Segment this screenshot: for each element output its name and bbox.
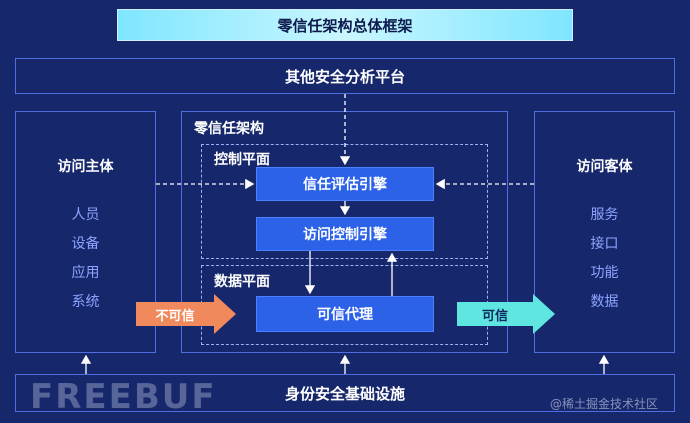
juejin-watermark: @稀土掘金技术社区 — [550, 397, 659, 411]
access-object-item: 功能 — [590, 265, 619, 281]
diagram-title: 零信任架构总体框架 — [117, 9, 573, 41]
identity-security-infrastructure-bar: 身份安全基础设施 — [15, 374, 675, 412]
access-subject-title: 访问主体 — [57, 159, 114, 175]
trusted-arrow — [457, 294, 555, 334]
other-security-platform-bar: 其他安全分析平台 — [15, 58, 675, 94]
identity-security-infrastructure-label: 身份安全基础设施 — [284, 384, 405, 403]
access-object-item: 数据 — [590, 294, 619, 310]
access-object-item: 接口 — [590, 236, 619, 252]
diagram-title-text: 零信任架构总体框架 — [277, 16, 413, 35]
access-subject-item: 系统 — [71, 294, 100, 310]
access-object-panel: 访问客体 服务 接口 功能 数据 — [534, 111, 675, 353]
untrusted-arrow-label: 不可信 — [155, 308, 195, 324]
untrusted-arrow — [136, 294, 236, 334]
access-subject-panel: 访问主体 人员 设备 应用 系统 — [15, 111, 156, 353]
access-subject-item: 设备 — [71, 236, 100, 252]
zero-trust-architecture-title: 零信任架构 — [194, 121, 264, 137]
access-subject-item: 人员 — [71, 207, 100, 223]
access-object-title: 访问客体 — [576, 159, 633, 175]
freebuf-watermark: FREEBUF — [30, 377, 217, 417]
trusted-proxy-label: 可信代理 — [317, 307, 373, 323]
trusted-proxy-box: 可信代理 — [256, 296, 434, 332]
access-object-item: 服务 — [590, 207, 619, 223]
other-security-platform-label: 其他安全分析平台 — [284, 67, 405, 86]
trusted-arrow-label: 可信 — [481, 308, 508, 324]
trust-evaluation-engine-box: 信任评估引擎 — [256, 167, 434, 201]
access-control-engine-box: 访问控制引擎 — [256, 217, 434, 251]
access-control-engine-label: 访问控制引擎 — [303, 227, 387, 243]
data-plane-title: 数据平面 — [214, 274, 270, 290]
trust-evaluation-engine-label: 信任评估引擎 — [303, 177, 387, 193]
access-subject-item: 应用 — [71, 265, 100, 281]
control-plane-title: 控制平面 — [214, 152, 270, 168]
